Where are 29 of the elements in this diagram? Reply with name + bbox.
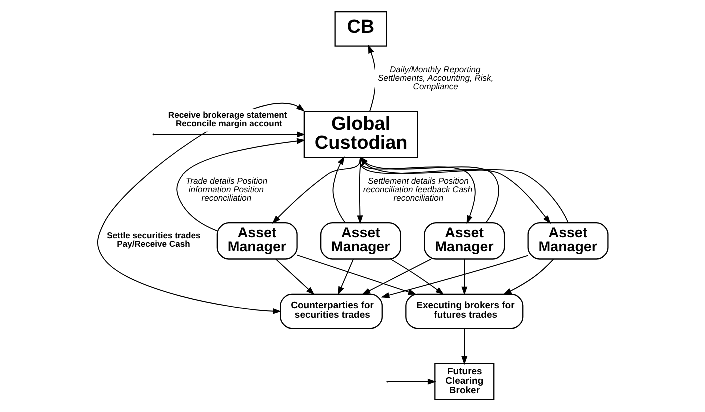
arrow	[390, 258, 444, 295]
node-box: Asset Manager	[424, 222, 505, 260]
arrow	[153, 132, 306, 138]
arrow	[332, 156, 346, 224]
arrow	[272, 157, 361, 224]
arrow	[356, 157, 363, 224]
node-box: Asset Manager	[527, 222, 608, 260]
edge-label: Receive brokerage statement Reconcile margin account	[168, 110, 287, 128]
arrow	[387, 378, 436, 385]
edge-label: Settle securities trades Pay/Receive Cash	[106, 230, 200, 250]
node-box: Counterparties for securities trades	[280, 294, 382, 330]
arrow	[362, 258, 432, 295]
arrow	[380, 255, 528, 298]
edge-label: Daily/Monthly Reporting Settlements, Accounting, Risk, Compliance	[378, 64, 494, 92]
edge-label: Trade details Position information Position reconciliation	[186, 176, 268, 203]
node-box: Asset Manager	[216, 222, 298, 260]
arrow	[338, 258, 354, 296]
arrow	[461, 328, 468, 366]
node-box: Futures Clearing Broker	[434, 363, 494, 401]
arrow	[461, 258, 468, 296]
arrow	[502, 259, 554, 296]
arrow	[296, 254, 417, 296]
edge-label: Settlement details Position reconciliation feedback Cash reconciliation	[362, 176, 472, 203]
node-box: CB	[334, 11, 387, 47]
arrow	[176, 138, 306, 232]
node-box: Asset Manager	[320, 222, 401, 260]
arrow	[275, 258, 314, 296]
node-box: Executing brokers for futures trades	[405, 294, 524, 330]
node-box: Global Custodian	[303, 111, 418, 158]
